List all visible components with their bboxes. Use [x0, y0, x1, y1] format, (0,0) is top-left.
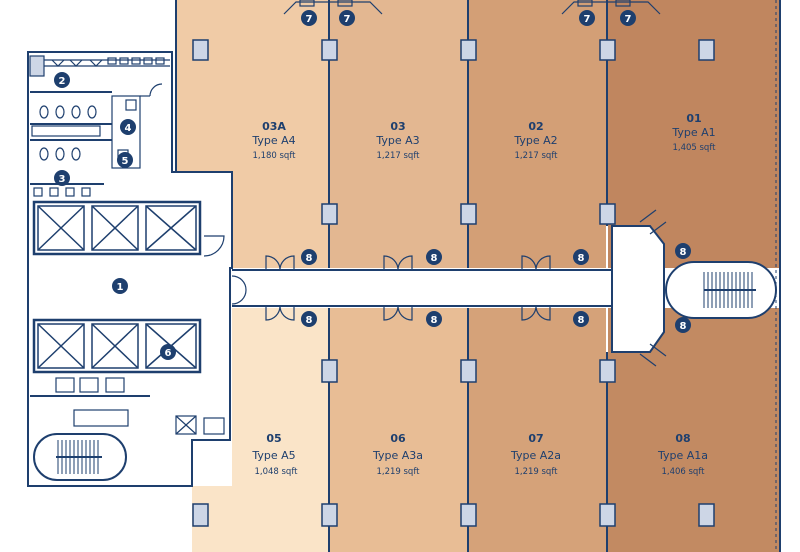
unit-labels: 03A Type A4 1,180 sqft 03 Type A3 1,217 … [251, 112, 716, 477]
east-stair [665, 261, 777, 319]
unit-label-07: 07 Type A2a 1,219 sqft [510, 432, 561, 477]
unit-01-area[interactable] [608, 0, 780, 268]
marker-1[interactable]: 1 [112, 278, 128, 294]
marker-8-d[interactable]: 8 [675, 243, 691, 259]
unit-size: 1,217 sqft [514, 151, 558, 161]
unit-type: Type A5 [251, 449, 295, 462]
unit-size: 1,405 sqft [672, 143, 716, 153]
unit-number: 05 [266, 432, 281, 445]
unit-label-02: 02 Type A2 1,217 sqft [513, 120, 558, 161]
marker-8-f[interactable]: 8 [426, 311, 442, 327]
unit-size: 1,406 sqft [661, 467, 705, 477]
unit-blocks [176, 0, 780, 552]
unit-number: 02 [528, 120, 543, 133]
marker-8-c[interactable]: 8 [573, 249, 589, 265]
washroom-fixtures [29, 55, 225, 435]
markers: 1 2 3 4 5 6 7 7 7 7 8 8 8 8 8 8 8 8 [54, 10, 691, 360]
unit-size: 1,217 sqft [376, 151, 420, 161]
marker-6[interactable]: 6 [160, 344, 176, 360]
unit-03-area[interactable] [330, 0, 467, 268]
marker-label: 4 [125, 123, 132, 134]
marker-label: 8 [431, 253, 438, 264]
unit-type: Type A3a [372, 449, 423, 462]
marker-label: 7 [306, 14, 313, 25]
core-area [27, 51, 233, 487]
core-outline [27, 51, 233, 487]
marker-label: 3 [59, 174, 66, 185]
marker-7-c[interactable]: 7 [579, 10, 595, 26]
marker-label: 8 [306, 253, 313, 264]
unit-type: Type A1a [657, 449, 708, 462]
unit-number: 07 [528, 432, 543, 445]
unit-label-05: 05 Type A5 1,048 sqft [251, 432, 298, 477]
unit-label-01: 01 Type A1 1,405 sqft [671, 112, 716, 153]
marker-label: 5 [122, 156, 129, 167]
marker-label: 8 [578, 315, 585, 326]
unit-02-area[interactable] [469, 0, 606, 268]
marker-label: 8 [431, 315, 438, 326]
unit-number: 03 [390, 120, 405, 133]
marker-8-b[interactable]: 8 [426, 249, 442, 265]
marker-label: 6 [165, 348, 172, 359]
east-lobby [611, 225, 665, 353]
marker-7-d[interactable]: 7 [620, 10, 636, 26]
unit-size: 1,180 sqft [252, 151, 296, 161]
unit-07-area[interactable] [469, 308, 606, 552]
marker-5[interactable]: 5 [117, 152, 133, 168]
west-stair [33, 433, 127, 481]
marker-label: 7 [584, 14, 591, 25]
unit-label-08: 08 Type A1a 1,406 sqft [657, 432, 708, 477]
unit-label-03A: 03A Type A4 1,180 sqft [251, 120, 296, 161]
unit-number: 03A [262, 120, 286, 133]
marker-7-a[interactable]: 7 [301, 10, 317, 26]
marker-8-g[interactable]: 8 [573, 311, 589, 327]
marker-label: 8 [680, 321, 687, 332]
unit-label-06: 06 Type A3a 1,219 sqft [372, 432, 423, 477]
marker-3[interactable]: 3 [54, 170, 70, 186]
marker-2[interactable]: 2 [54, 72, 70, 88]
unit-type: Type A3 [375, 134, 419, 147]
marker-8-h[interactable]: 8 [675, 317, 691, 333]
marker-4[interactable]: 4 [120, 119, 136, 135]
marker-label: 7 [625, 14, 632, 25]
unit-number: 06 [390, 432, 406, 445]
main-corridor [232, 270, 612, 306]
unit-type: Type A2 [513, 134, 557, 147]
marker-7-b[interactable]: 7 [339, 10, 355, 26]
doors [203, 209, 667, 367]
elevator-banks [32, 200, 202, 374]
unit-type: Type A4 [251, 134, 295, 147]
unit-size: 1,048 sqft [254, 467, 298, 477]
unit-06-area[interactable] [330, 308, 467, 552]
marker-8-e[interactable]: 8 [301, 311, 317, 327]
marker-label: 7 [344, 14, 351, 25]
balcony-fixtures [283, 0, 661, 15]
unit-number: 08 [675, 432, 690, 445]
marker-label: 8 [680, 247, 687, 258]
unit-size: 1,219 sqft [376, 467, 420, 477]
unit-type: Type A2a [510, 449, 561, 462]
unit-size: 1,219 sqft [514, 467, 558, 477]
marker-label: 8 [578, 253, 585, 264]
columns [192, 39, 715, 527]
unit-05-area[interactable] [232, 308, 328, 552]
unit-type: Type A1 [671, 126, 715, 139]
unit-number: 01 [686, 112, 701, 125]
marker-label: 1 [117, 282, 124, 293]
marker-label: 2 [59, 76, 66, 87]
marker-8-a[interactable]: 8 [301, 249, 317, 265]
unit-label-03: 03 Type A3 1,217 sqft [375, 120, 420, 161]
marker-label: 8 [306, 315, 313, 326]
